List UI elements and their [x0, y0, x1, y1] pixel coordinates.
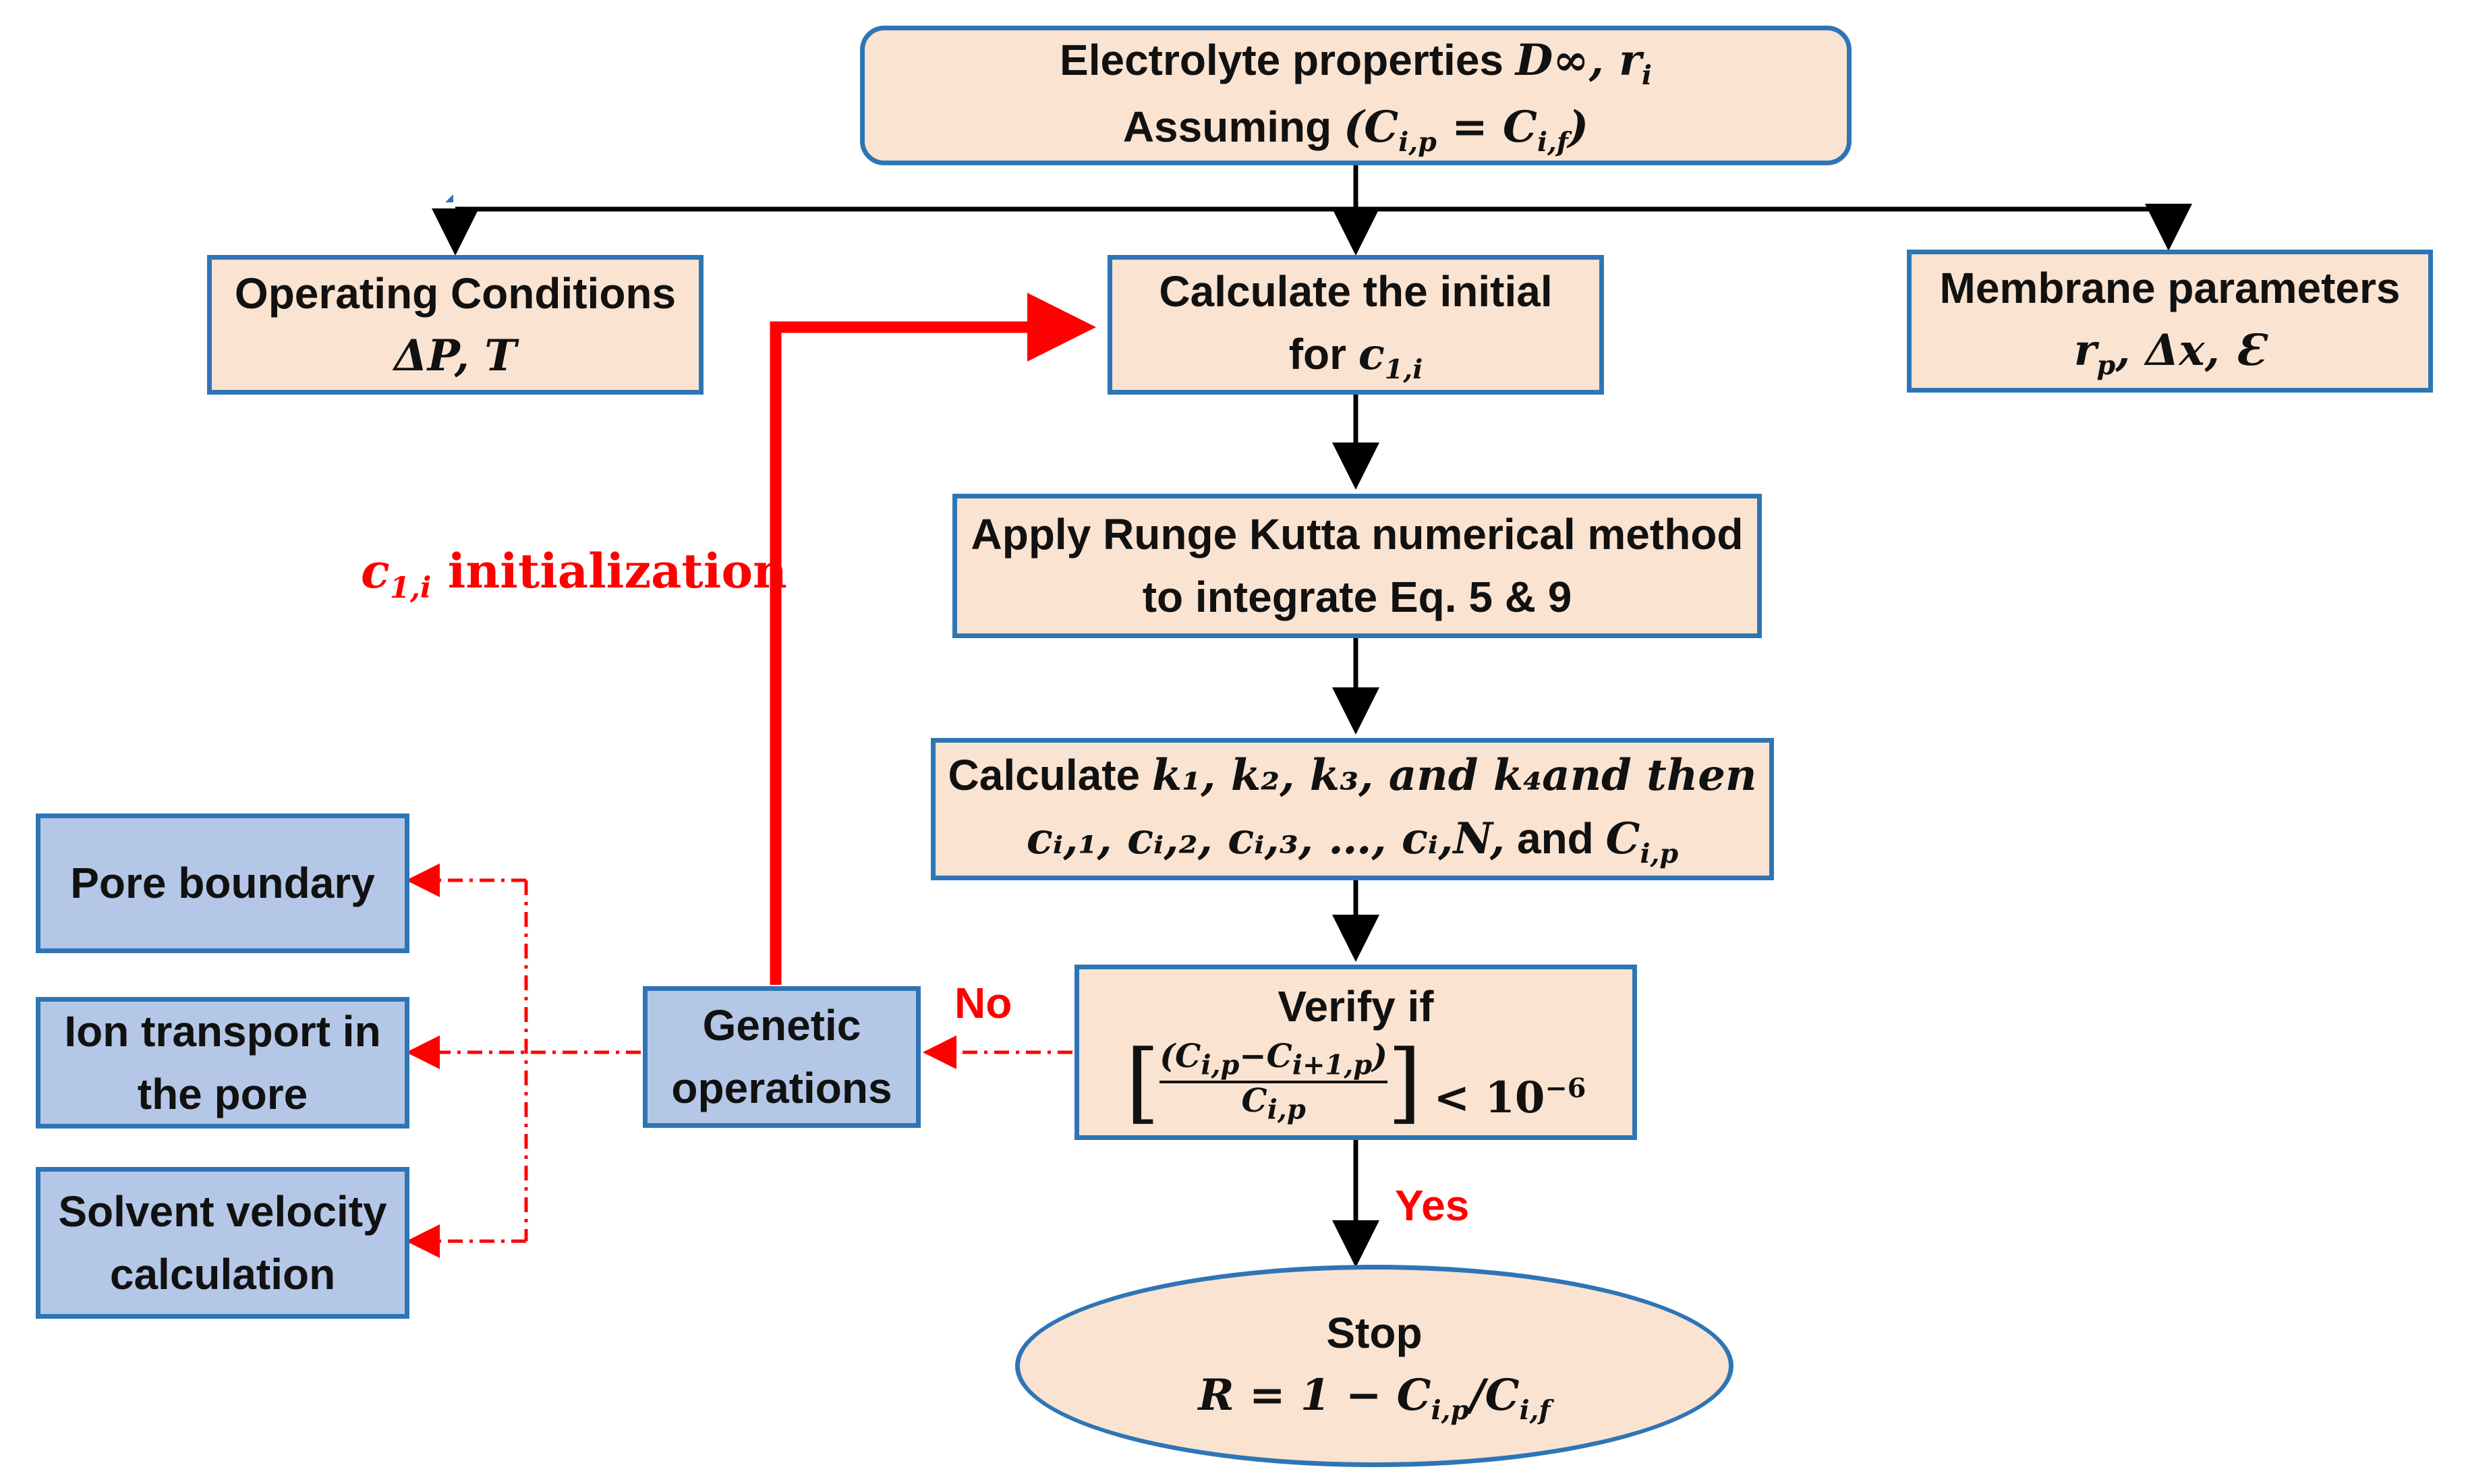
calculate-k-line1: Calculate k₁, k₂, k₃, and k₄and then — [948, 750, 1757, 801]
verify-box: Verify if [ (Ci,p−Ci+1,p) Ci,p ] < 10−6 — [1074, 965, 1637, 1140]
operating-title: Operating Conditions — [234, 268, 677, 318]
verify-denominator: Ci,p — [1241, 1081, 1306, 1126]
yes-label: Yes — [1395, 1181, 1470, 1230]
electrolyte-line1: Electrolyte properties D∞, ri — [1060, 29, 1652, 95]
membrane-variables: rp, Δx, Ɛ — [2073, 324, 2266, 381]
calculate-initial-line2: for c1,i — [1288, 329, 1423, 385]
runge-kutta-box: Apply Runge Kutta numerical method to in… — [952, 494, 1762, 638]
calculate-initial-title: Calculate the initial — [1159, 266, 1553, 316]
verify-title: Verify if — [1278, 981, 1434, 1031]
calculate-initial-box: Calculate the initial for c1,i — [1108, 255, 1604, 395]
calculate-k-line2: cᵢ,₁, cᵢ,₂, cᵢ,₃, …, cᵢ,N, and Ci,p — [1026, 814, 1679, 870]
solvent-velocity-box: Solvent velocity calculation — [36, 1167, 409, 1319]
stop-formula: R = 1 − Ci,p/Ci,f — [1198, 1369, 1551, 1426]
assuming-formula: (Ci,p = Ci,f) — [1343, 101, 1589, 158]
solvent-velocity-line1: Solvent velocity — [58, 1187, 387, 1236]
right-bracket-icon: ] — [1387, 1030, 1422, 1133]
membrane-title: Membrane parameters — [1939, 263, 2401, 312]
assuming-text: Assuming — [1122, 102, 1332, 151]
pore-boundary-label: Pore boundary — [70, 859, 375, 908]
verify-condition: [ (Ci,p−Ci+1,p) Ci,p ] < 10−6 — [1126, 1038, 1586, 1130]
no-label: No — [954, 979, 1012, 1027]
left-bracket-icon: [ — [1125, 1030, 1160, 1133]
genetic-operations-box: Genetic operations — [643, 986, 921, 1128]
verify-numerator: (Ci,p−Ci+1,p) — [1159, 1037, 1387, 1081]
electrolyte-symbols: D∞, ri — [1515, 35, 1652, 91]
ion-transport-line1: Ion transport in — [64, 1006, 381, 1056]
verify-fraction: [ (Ci,p−Ci+1,p) Ci,p ] — [1126, 1038, 1422, 1126]
initialization-label: c1,i initialization — [361, 543, 787, 605]
feedback-arrow-initialization — [770, 293, 1096, 985]
stop-title: Stop — [1326, 1308, 1423, 1357]
operating-conditions-box: Operating Conditions ΔP, T — [207, 255, 704, 395]
genetic-line1: Genetic — [702, 1001, 861, 1050]
fraction-bar — [1159, 1080, 1387, 1083]
stop-terminal: Stop R = 1 − Ci,p/Ci,f — [1015, 1265, 1733, 1467]
electrolyte-line2: Assuming (Ci,p = Ci,f) — [1123, 96, 1588, 162]
electrolyte-properties-box: Electrolyte properties D∞, ri Assuming (… — [860, 26, 1852, 165]
solvent-velocity-line2: calculation — [109, 1249, 336, 1298]
runge-kutta-line2: to integrate Eq. 5 & 9 — [1142, 573, 1572, 621]
small-mark-icon — [445, 194, 453, 202]
ion-transport-line2: the pore — [137, 1069, 308, 1118]
ion-transport-box: Ion transport in the pore — [36, 997, 409, 1129]
calculate-k-box: Calculate k₁, k₂, k₃, and k₄and then cᵢ,… — [931, 738, 1774, 880]
genetic-line2: operations — [671, 1064, 892, 1112]
operating-variables: ΔP, T — [394, 330, 517, 381]
electrolyte-text: Electrolyte properties — [1060, 36, 1504, 85]
runge-kutta-line1: Apply Runge Kutta numerical method — [971, 510, 1744, 559]
verify-threshold: < 10−6 — [1433, 1072, 1586, 1123]
pore-boundary-box: Pore boundary — [36, 814, 409, 953]
membrane-parameters-box: Membrane parameters rp, Δx, Ɛ — [1907, 250, 2433, 393]
